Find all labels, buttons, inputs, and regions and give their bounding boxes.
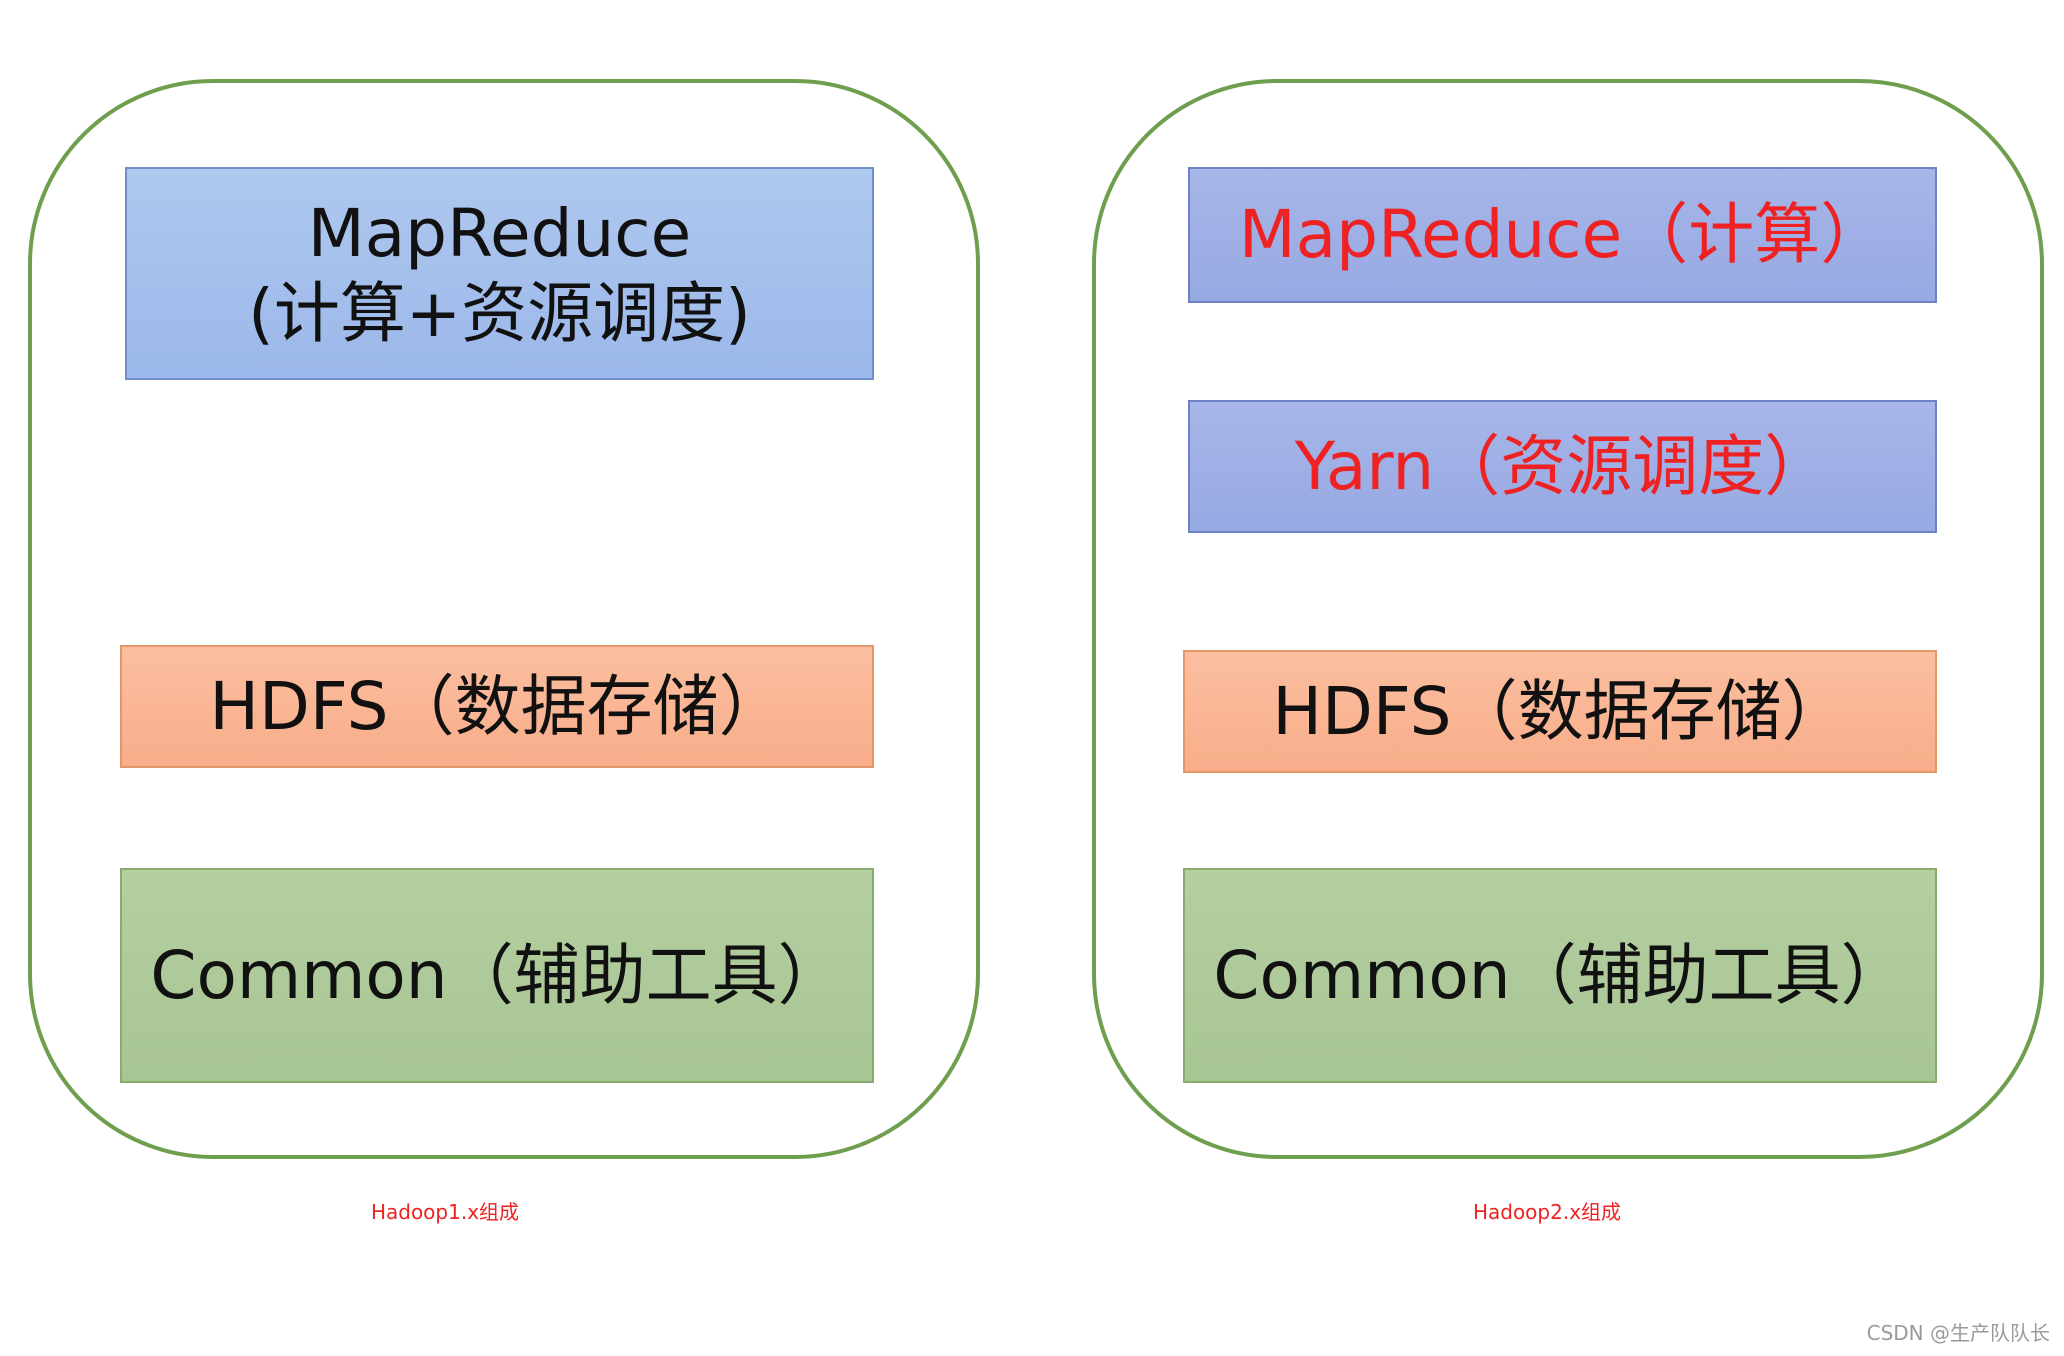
hadoop2-hdfs-box: HDFS（数据存储） xyxy=(1183,650,1937,773)
hadoop1-hdfs-box: HDFS（数据存储） xyxy=(120,645,874,768)
hadoop1-hdfs-label: HDFS（数据存储） xyxy=(209,667,785,745)
csdn-watermark: CSDN @生产队队长 xyxy=(1866,1321,2050,1345)
hadoop2-hdfs-label: HDFS（数据存储） xyxy=(1272,672,1848,750)
hadoop2-common-box: Common（辅助工具） xyxy=(1183,868,1937,1083)
hadoop1-common-box: Common（辅助工具） xyxy=(120,868,874,1083)
hadoop2-yarn-box: Yarn（资源调度） xyxy=(1188,400,1937,533)
hadoop2-common-label: Common（辅助工具） xyxy=(1213,936,1907,1014)
hadoop1-caption: Hadoop1.x组成 xyxy=(370,1200,520,1224)
hadoop1-mapreduce-subtitle: (计算+资源调度) xyxy=(248,274,751,352)
hadoop2-caption: Hadoop2.x组成 xyxy=(1472,1200,1622,1224)
hadoop1-mapreduce-box: MapReduce (计算+资源调度) xyxy=(125,167,874,380)
hadoop2-mapreduce-label: MapReduce（计算） xyxy=(1238,196,1887,274)
hadoop2-mapreduce-box: MapReduce（计算） xyxy=(1188,167,1937,303)
hadoop1-mapreduce-title: MapReduce xyxy=(307,195,692,273)
hadoop2-yarn-label: Yarn（资源调度） xyxy=(1294,427,1831,505)
hadoop1-common-label: Common（辅助工具） xyxy=(150,936,844,1014)
